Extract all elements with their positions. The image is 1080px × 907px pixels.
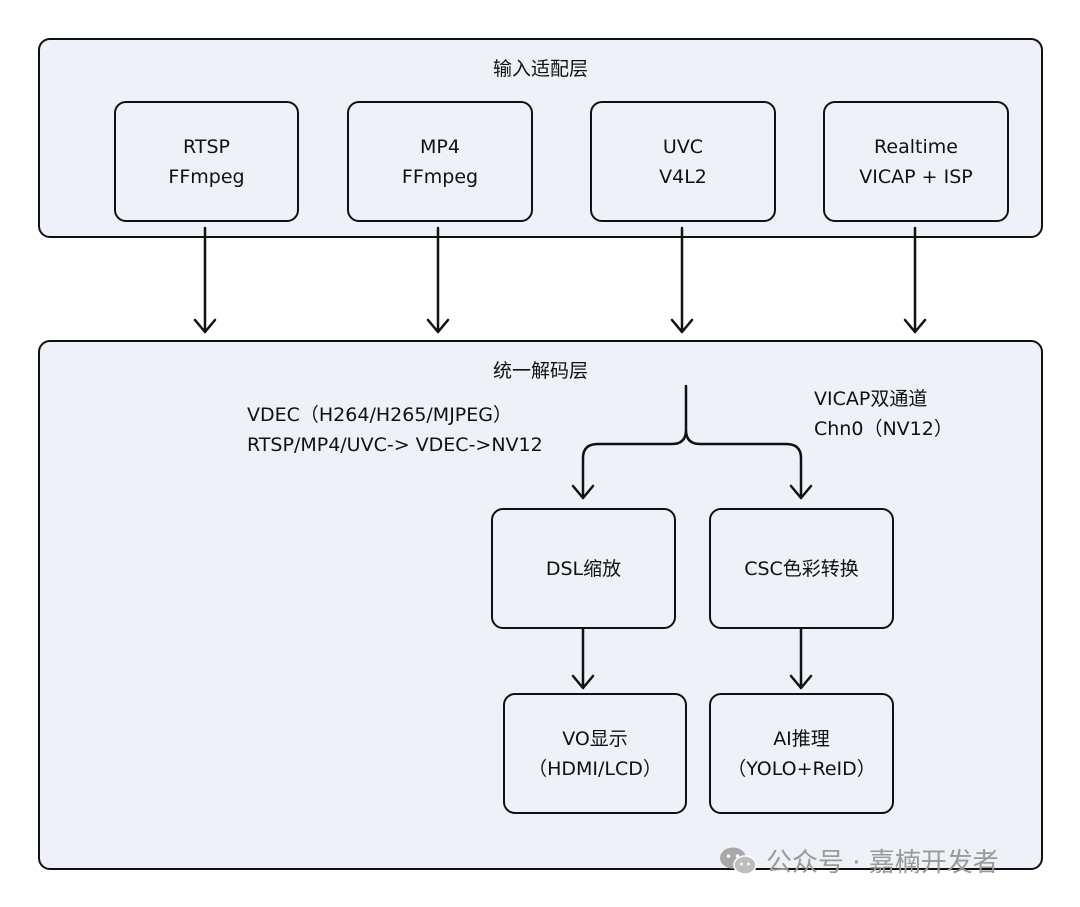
decode-layer-title: 统一解码层 — [492, 360, 588, 382]
vo-label: VO显示 — [562, 727, 628, 750]
csc-label: CSC色彩转换 — [744, 557, 859, 580]
wechat-icon — [720, 847, 757, 875]
vo-display-box: VO显示 （HDMI/LCD） — [503, 693, 687, 814]
ai-inference-box: AI推理 （YOLO+ReID） — [709, 693, 894, 814]
mp4-ffmpeg-label: FFmpeg — [401, 165, 479, 188]
dsl-scaling-box: DSL缩放 — [491, 508, 676, 629]
watermark: 公众号 · 嘉楠开发者 — [718, 842, 999, 879]
vdec-note-line1: VDEC（H264/H265/MJPEG） — [247, 404, 512, 426]
watermark-text: 公众号 · 嘉楠开发者 — [766, 848, 999, 878]
vdec-note: VDEC（H264/H265/MJPEG） RTSP/MP4/UVC-> VDE… — [247, 400, 543, 460]
rtsp-ffmpeg-label: FFmpeg — [168, 165, 245, 188]
mp4-label: MP4 — [420, 135, 460, 158]
vicap-note-line1: VICAP双通道 — [814, 388, 928, 410]
vicap-isp-label: VICAP + ISP — [859, 165, 973, 188]
csc-color-convert-box: CSC色彩转换 — [709, 508, 894, 629]
realtime-vicap-box: Realtime VICAP + ISP — [823, 101, 1009, 222]
dsl-label: DSL缩放 — [545, 557, 622, 580]
ai-label: AI推理 — [773, 727, 830, 750]
vo-output-label: （HDMI/LCD） — [528, 757, 662, 780]
input-layer-title: 输入适配层 — [492, 58, 588, 80]
vdec-note-line2: RTSP/MP4/UVC-> VDEC->NV12 — [247, 434, 543, 456]
mp4-ffmpeg-box: MP4 FFmpeg — [347, 101, 533, 222]
v4l2-label: V4L2 — [659, 165, 707, 188]
rtsp-label: RTSP — [183, 135, 230, 158]
rtsp-ffmpeg-box: RTSP FFmpeg — [114, 101, 299, 222]
arrow-vicap-to-decode — [903, 226, 927, 334]
arrow-rtsp-to-decode — [193, 226, 217, 334]
arrow-mp4-to-decode — [426, 226, 450, 334]
uvc-v4l2-box: UVC V4L2 — [590, 101, 776, 222]
realtime-label: Realtime — [874, 135, 958, 158]
uvc-label: UVC — [662, 135, 704, 158]
ai-model-label: （YOLO+ReID） — [727, 757, 876, 780]
vicap-note-line2: Chn0（NV12） — [814, 418, 953, 440]
arrow-uvc-to-decode — [670, 226, 694, 334]
vicap-note: VICAP双通道 Chn0（NV12） — [814, 384, 953, 444]
